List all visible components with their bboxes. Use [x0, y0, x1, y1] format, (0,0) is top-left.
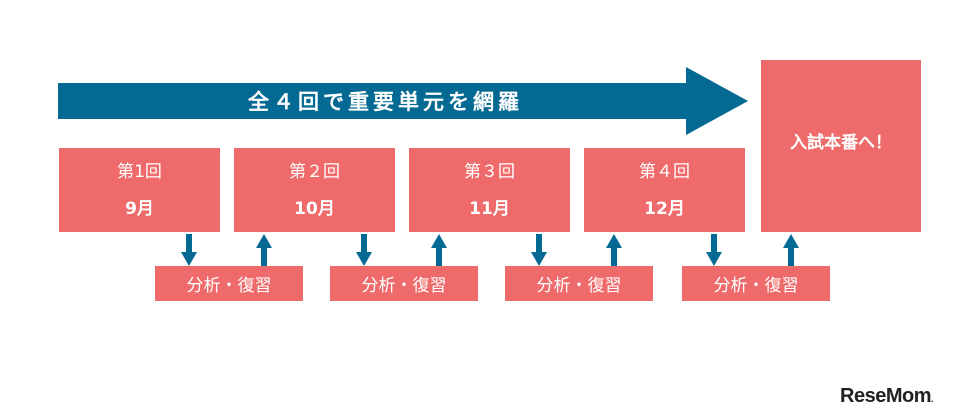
logo-text: ReseMom [840, 385, 931, 407]
summary-banner-arrow: 全４回で重要単元を網羅 [58, 83, 688, 119]
review-label-2: 分析・復習 [361, 276, 447, 296]
arrow-down-icon [356, 234, 372, 266]
session-month-1: 9月 [125, 199, 154, 219]
final-exam-box: 入試本番へ！ [761, 60, 921, 232]
review-label-3: 分析・復習 [536, 276, 622, 296]
arrow-up-icon [606, 234, 622, 266]
arrow-up-icon [783, 234, 799, 266]
session-box-1: 第1回 9月 [59, 148, 220, 232]
resemom-logo: ReseMom. [840, 385, 934, 408]
logo-suffix: . [930, 394, 934, 404]
arrow-up-icon [256, 234, 272, 266]
banner-arrowhead-icon [686, 67, 748, 135]
review-box-4: 分析・復習 [682, 266, 830, 301]
session-month-4: 12月 [644, 199, 685, 219]
arrow-up-icon [431, 234, 447, 266]
session-box-2: 第２回 10月 [234, 148, 395, 232]
review-box-2: 分析・復習 [330, 266, 478, 301]
arrow-down-icon [181, 234, 197, 266]
session-label-1: 第1回 [117, 162, 162, 182]
session-label-4: 第４回 [639, 162, 690, 182]
final-exam-label: 入試本番へ！ [790, 132, 892, 153]
session-month-3: 11月 [469, 199, 510, 219]
review-label-1: 分析・復習 [186, 276, 272, 296]
session-label-3: 第３回 [464, 162, 515, 182]
session-box-3: 第３回 11月 [409, 148, 570, 232]
session-box-4: 第４回 12月 [584, 148, 745, 232]
review-label-4: 分析・復習 [713, 276, 799, 296]
review-box-1: 分析・復習 [155, 266, 303, 301]
summary-banner-text: 全４回で重要単元を網羅 [248, 90, 523, 114]
arrow-down-icon [706, 234, 722, 266]
arrow-down-icon [531, 234, 547, 266]
review-box-3: 分析・復習 [505, 266, 653, 301]
session-label-2: 第２回 [289, 162, 340, 182]
session-month-2: 10月 [294, 199, 335, 219]
